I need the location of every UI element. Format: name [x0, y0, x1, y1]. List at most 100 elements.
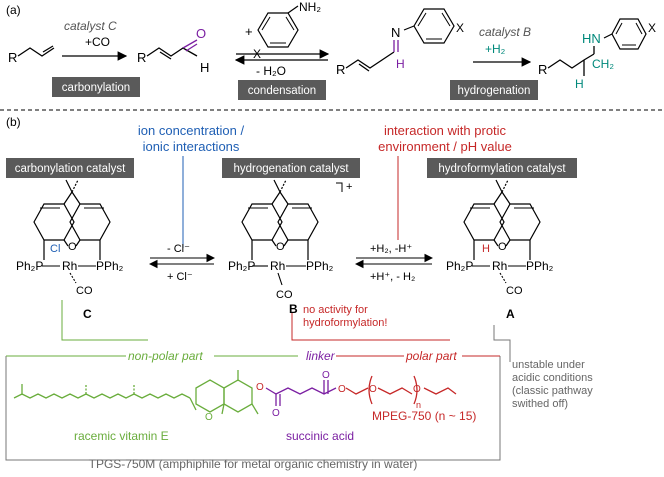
aldehyde-structure: R O H: [137, 26, 209, 75]
water-loss: - H₂O: [256, 64, 286, 78]
catalyst-c-label: C: [83, 307, 92, 321]
svg-text:+: +: [245, 24, 253, 39]
svg-text:PPh₂: PPh₂: [526, 259, 554, 273]
vitamin-e-label: racemic vitamin E: [74, 429, 169, 443]
condensation-box-label: condensation: [248, 85, 316, 97]
step3-catalyst: catalyst B: [479, 25, 531, 39]
a-note-connector: [493, 325, 511, 362]
tpgs-caption: TPGS-750M (amphiphile for metal organic …: [89, 457, 418, 471]
catalyst-a-structure: O Ph₂P PPh₂ Rh H CO A: [446, 179, 554, 321]
imine-h: H: [396, 57, 405, 71]
step1-catalyst: catalyst C: [64, 19, 117, 33]
succinic-label: succinic acid: [286, 429, 354, 443]
c-rh: Rh: [62, 259, 77, 273]
catalyst-b-charge: +: [346, 181, 352, 193]
hydrogenation-box-label: hydrogenation: [458, 85, 531, 97]
panel-a-label: (a): [6, 3, 21, 17]
c-ph2p: Ph₂P: [16, 259, 43, 273]
carbonylation-box-label: carbonylation: [62, 82, 130, 94]
nonpolar-label: non-polar part: [128, 349, 203, 363]
svg-text:X: X: [648, 21, 656, 35]
c-pph2: PPh₂: [96, 259, 124, 273]
aldehyde-oxygen: O: [196, 26, 206, 41]
b-note-line2: hydroformylation!: [303, 317, 387, 329]
svg-text:R: R: [336, 62, 345, 77]
eq2-top: +H₂, -H⁺: [370, 243, 412, 255]
hydrogenation-box: [450, 80, 538, 100]
svg-text:PPh₂: PPh₂: [306, 259, 334, 273]
svg-text:Ph₂P: Ph₂P: [228, 259, 255, 273]
svg-text:R: R: [538, 62, 547, 77]
catalyst-c-structure: O Ph₂P PPh₂ Rh Cl CO C: [16, 179, 124, 321]
a-note-line2: acidic conditions: [512, 372, 593, 384]
condensation-box: [238, 80, 326, 100]
c-cl: Cl: [50, 243, 60, 255]
c-xanthene-o: O: [68, 241, 77, 253]
r-group: R: [8, 50, 17, 65]
c-co: CO: [76, 285, 93, 297]
svg-text:O: O: [276, 241, 285, 253]
a-note-line1: unstable under: [512, 359, 585, 371]
catalyst-a-label: A: [506, 307, 515, 321]
a-note-line3: (classic pathway: [512, 385, 593, 397]
svg-text:Ph₂P: Ph₂P: [446, 259, 473, 273]
amine-hn: HN: [582, 31, 601, 46]
polar-label: polar part: [405, 349, 457, 363]
peg-n: n: [416, 400, 421, 410]
ion-note-line2: ionic interactions: [143, 139, 240, 154]
protic-note-line1: interaction with protic: [384, 123, 507, 138]
svg-text:O: O: [369, 384, 377, 395]
ion-note-line1: ion concentration /: [138, 123, 245, 138]
alkene-structure: R: [8, 45, 55, 65]
imine-n: N: [391, 25, 400, 40]
amine-ch2: CH₂: [592, 57, 614, 71]
step3-reagent: +H₂: [485, 42, 506, 56]
aniline-structure: + NH₂ X: [245, 0, 321, 61]
svg-text:R: R: [137, 50, 146, 65]
catalyst-b-label: B: [289, 302, 298, 316]
chroman-o: O: [205, 412, 213, 423]
carbonylation-catalyst-box: [6, 158, 134, 178]
eq2-bottom: +H⁺, - H₂: [370, 271, 415, 283]
aniline-nh2: NH₂: [299, 0, 321, 14]
mpeg-label: MPEG-750 (n ~ 15): [372, 409, 476, 423]
svg-text:O: O: [338, 384, 346, 395]
carbonylation-catalyst-label: carbonylation catalyst: [15, 163, 126, 175]
a-note-line4: swithed off): [512, 398, 568, 410]
hydrogenation-catalyst-box: [222, 158, 360, 178]
polar-connector: [291, 313, 450, 341]
linker-label: linker: [306, 349, 336, 363]
svg-text:O: O: [498, 241, 507, 253]
nonpolar-connector: [61, 300, 148, 341]
svg-text:Rh: Rh: [492, 259, 507, 273]
svg-text:O: O: [322, 370, 330, 381]
eq1-top: - Cl⁻: [167, 243, 190, 255]
svg-text:O: O: [272, 408, 280, 419]
tpgs-frame: [5, 356, 501, 461]
hydroformylation-catalyst-label: hydroformylation catalyst: [438, 163, 566, 175]
protic-note-line2: environment / pH value: [378, 139, 512, 154]
svg-text:O: O: [413, 384, 421, 395]
svg-text:X: X: [456, 21, 464, 35]
catalyst-b-structure: O Ph₂P PPh₂ Rh CO + B no activity for hy…: [228, 179, 387, 329]
a-hydride: H: [482, 243, 490, 255]
hydroformylation-catalyst-box: [427, 158, 577, 178]
panel-b-label: (b): [6, 115, 21, 129]
ester-o1: O: [256, 382, 264, 393]
hydrogenation-catalyst-label: hydrogenation catalyst: [233, 163, 349, 175]
svg-text:CO: CO: [276, 289, 293, 301]
vitamin-e-chain: [13, 370, 259, 415]
eq1-bottom: + Cl⁻: [167, 271, 193, 283]
aldehyde-h: H: [200, 60, 209, 75]
imine-structure: R N H X: [336, 8, 464, 77]
b-note-line1: no activity for: [303, 304, 368, 316]
mpeg-chain: [345, 375, 457, 405]
succinic-linker: [265, 380, 337, 406]
svg-text:CO: CO: [506, 285, 523, 297]
amine-h: H: [575, 77, 584, 91]
svg-text:Rh: Rh: [270, 259, 285, 273]
amine-structure: R H CH₂ HN X: [538, 18, 656, 91]
step1-reagent: +CO: [85, 35, 110, 49]
carbonylation-box: [52, 77, 140, 97]
